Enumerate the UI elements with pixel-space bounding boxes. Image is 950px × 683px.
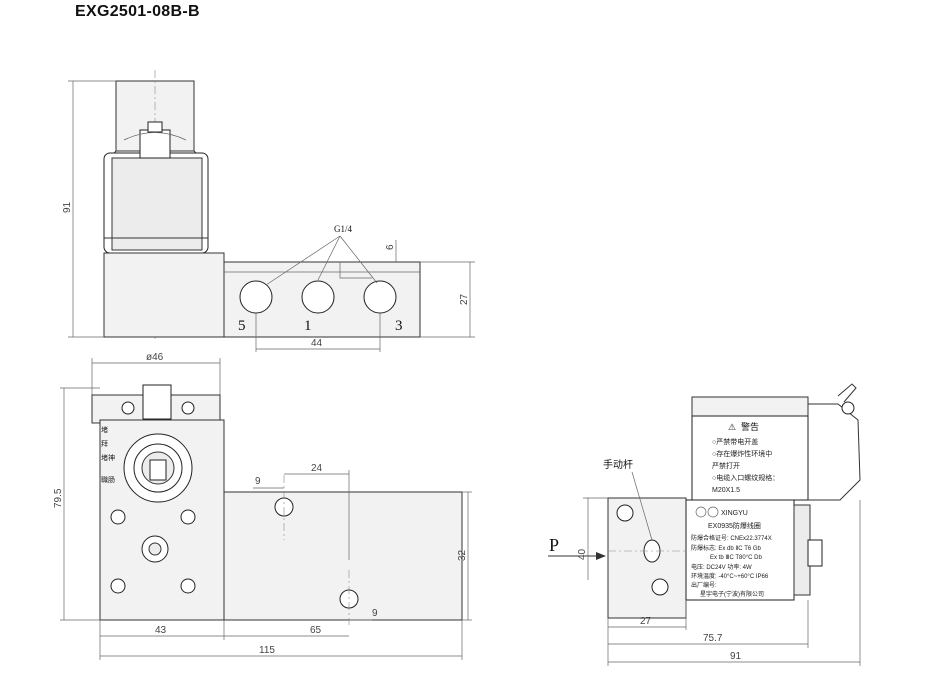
warning-line-3: 严禁打开	[712, 461, 740, 470]
side-dim-91: 91	[730, 651, 742, 662]
side-view: ⚠ 警告 ○严禁带电开盖 ○存在爆炸性环境中 严禁打开 ○电缆入口螺纹规格： M…	[548, 383, 861, 666]
warning-title: 警告	[741, 421, 759, 432]
coil-text-4: 職肠	[101, 475, 115, 484]
port-3-circle	[363, 280, 397, 314]
np-line-2: 防爆标志: Ex db ⅡC T6 Gb	[691, 544, 762, 552]
warning-line-4: ○电缆入口螺纹规格：	[712, 473, 779, 482]
dim-6: 6	[385, 244, 396, 250]
screw-bl	[110, 578, 126, 594]
cert-mark-1	[695, 506, 707, 518]
top-view: ø46 堵 拜 堵神 職肠 79.5 9	[53, 352, 472, 660]
cert-mark-2	[707, 506, 719, 518]
dim-46: ø46	[146, 352, 164, 363]
dim-6-leader	[339, 262, 372, 279]
coil-lever	[837, 383, 857, 403]
coil-screw	[841, 401, 855, 415]
np-line-3: Ex tb ⅢC T80°C Db	[710, 555, 762, 561]
valve-pilot-block	[103, 252, 225, 338]
np-line-1: 防爆合格证号: CNEx22.3774X	[691, 534, 772, 542]
dim-9-bot: 9	[372, 608, 378, 619]
dim-75.7: 75.7	[703, 633, 723, 644]
dim-9-top: 9	[255, 476, 261, 487]
screw-tl	[121, 401, 135, 415]
warning-coil-face	[691, 415, 809, 501]
dim-91: 91	[62, 201, 73, 213]
leader-1	[265, 235, 341, 286]
warning-line-2: ○存在爆炸性环境中	[712, 449, 772, 458]
manual-override-inner	[148, 542, 162, 556]
screw-mr	[180, 509, 196, 525]
brand-name: XINGYU	[721, 510, 748, 517]
warning-line-5: M20X1.5	[712, 487, 740, 494]
dim-27: 27	[459, 293, 470, 305]
dim-40: 40	[577, 548, 588, 560]
inlet-arrow-head	[596, 552, 606, 560]
coil-text-3: 堵神	[101, 453, 115, 462]
nameplate	[685, 499, 795, 601]
screw-br	[180, 578, 196, 594]
port-thread-label: G1/4	[334, 224, 353, 234]
np-line-6: 出厂编号:	[691, 581, 717, 589]
port-5-label: 5	[238, 318, 246, 334]
port-1-circle	[301, 280, 335, 314]
side-dim-27: 27	[640, 616, 652, 627]
leader-2	[317, 235, 341, 281]
port-5-circle	[239, 280, 273, 314]
coil-text-2: 拜	[101, 439, 108, 448]
coil-inner	[111, 157, 203, 251]
coil-text-1: 堵	[101, 425, 108, 434]
coil-nut-top	[147, 121, 163, 133]
np-line-5: 环境温度: -40°C~+60°C IP66	[691, 572, 769, 580]
drawing-title: EXG2501-08B-B	[75, 3, 200, 20]
cable-gland	[807, 539, 823, 567]
side-hole-2	[651, 578, 669, 596]
coil-side-flange	[808, 403, 861, 501]
connector-top	[142, 384, 172, 420]
connector-pins	[149, 459, 167, 481]
dim-32: 32	[457, 549, 468, 561]
np-line-7: 星宇电子(宁波)有限公司	[700, 590, 764, 598]
screw-ml	[110, 509, 126, 525]
leader-3	[339, 235, 378, 284]
coil-wire	[123, 132, 187, 141]
coil-nut	[139, 129, 171, 159]
screw-tr	[181, 401, 195, 415]
warning-title-icon: ⚠	[728, 422, 736, 432]
warning-line-1: ○严禁带电开盖	[712, 437, 758, 446]
np-line-4: 电压: DC24V 功率: 4W	[691, 563, 752, 571]
inlet-label: P	[549, 535, 559, 555]
port-1-label: 1	[304, 318, 312, 334]
dim-79.5: 79.5	[53, 488, 64, 508]
port-3-label: 3	[395, 318, 403, 334]
manual-lever-leader	[631, 471, 653, 541]
dim-43: 43	[155, 625, 167, 636]
dim-115: 115	[259, 645, 275, 656]
dim-65: 65	[310, 625, 322, 636]
coil-model: EX0935防爆线圈	[708, 521, 761, 530]
side-hole-1	[616, 504, 634, 522]
dim-44: 44	[311, 338, 323, 349]
front-view: 5 1 3 G1/4 91 27 6 44	[62, 70, 475, 352]
dim-24: 24	[311, 463, 323, 474]
manual-lever-label: 手动杆	[603, 458, 633, 471]
